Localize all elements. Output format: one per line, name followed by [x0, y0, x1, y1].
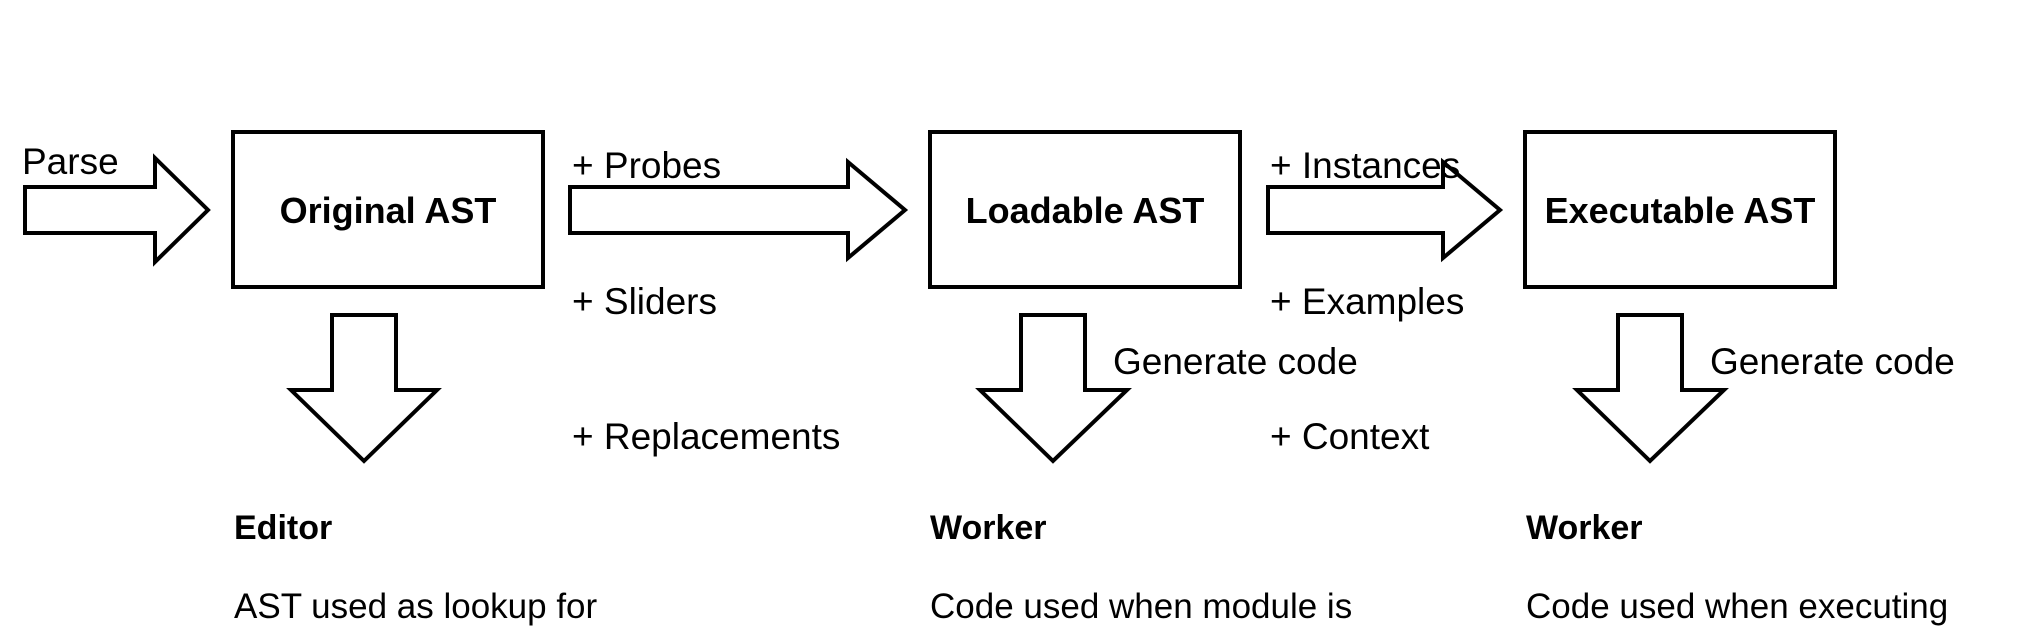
- executable-down-arrow-label: Generate code: [1710, 341, 1955, 382]
- loadable-down-arrow-label: Generate code: [1113, 341, 1358, 382]
- original-to-loadable-arrow-label: + Probes + Sliders + Replacements: [572, 53, 840, 549]
- original-ast-box: [231, 130, 545, 289]
- original-down-arrow-shape: [286, 313, 442, 464]
- loadable-ast-box-label: Loadable AST: [965, 190, 1205, 231]
- executable-down-arrow-shape: [1572, 313, 1729, 464]
- loadable-ast-box: [928, 130, 1242, 289]
- loadable-worker-annotation-line: Code used when module is: [930, 586, 1353, 626]
- executable-ast-box: [1523, 130, 1837, 289]
- executable-ast-box-label: Executable AST: [1544, 190, 1816, 231]
- parse-arrow-shape: [23, 153, 211, 267]
- original-to-loadable-arrow-shape: [568, 157, 909, 263]
- loadable-worker-annotation: Worker Code used when module is loaded b…: [930, 470, 1352, 629]
- arrow-label-line: + Replacements: [572, 416, 841, 457]
- arrow-label-line: + Instances: [1270, 145, 1461, 187]
- loadable-to-executable-arrow-shape: [1266, 157, 1504, 263]
- editor-annotation-line: AST used as lookup for: [234, 586, 598, 626]
- executable-worker-annotation-line: Code used when executing: [1526, 586, 1949, 626]
- loadable-down-arrow-shape: [975, 313, 1132, 464]
- parse-arrow-label: Parse: [22, 141, 119, 182]
- loadable-to-executable-arrow-label: + Instances + Examples + Context: [1270, 53, 1464, 549]
- arrow-label-line: + Context: [1270, 416, 1430, 457]
- original-ast-box-label: Original AST: [279, 190, 497, 231]
- arrow-label-line: + Examples: [1270, 280, 1465, 322]
- arrow-label-line: + Sliders: [572, 280, 717, 322]
- arrow-label-line: + Probes: [572, 145, 722, 187]
- editor-annotation: Editor AST used as lookup for user actio…: [234, 470, 597, 629]
- executable-worker-annotation: Worker Code used when executing examples: [1526, 470, 1948, 629]
- editor-annotation-title: Editor: [234, 508, 333, 547]
- loadable-worker-annotation-title: Worker: [930, 508, 1047, 547]
- executable-worker-annotation-title: Worker: [1526, 508, 1643, 547]
